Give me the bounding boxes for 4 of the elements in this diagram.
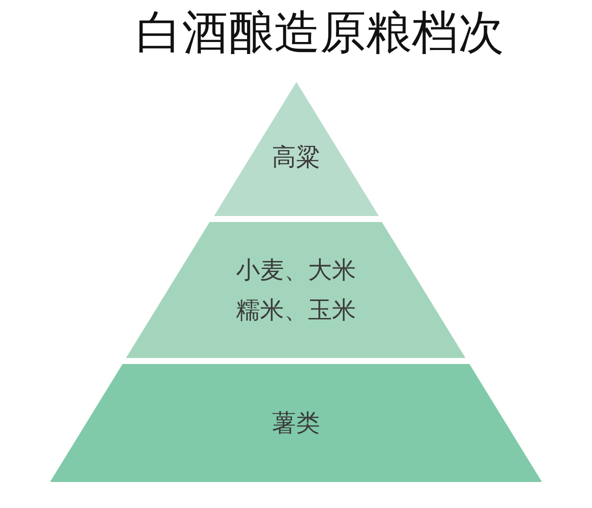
tier-label: 小麦、大米糯米、玉米 [234, 255, 357, 326]
title: 白酒酿造原粮档次 [135, 4, 505, 61]
tier-label: 薯类 [271, 408, 321, 439]
tier-label: 高粱 [270, 142, 321, 173]
